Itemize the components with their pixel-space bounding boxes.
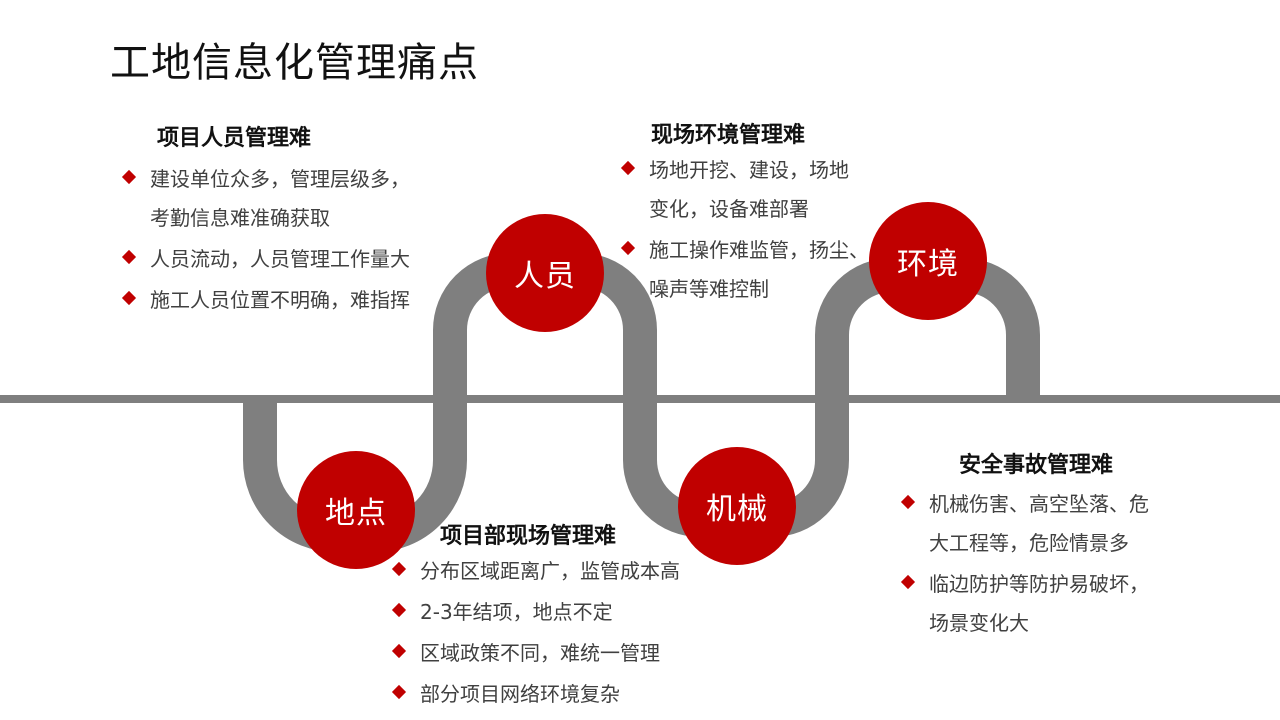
block-safety: 安全事故管理难 机械伤害、高空坠落、危大工程等，危险情景多临边防护等防护易破坏，… — [900, 447, 1149, 645]
diamond-bullet-icon — [121, 169, 137, 185]
node-environment: 环境 — [869, 202, 987, 320]
diamond-bullet-icon — [620, 160, 636, 176]
bullet-item: 机械伤害、高空坠落、危大工程等，危险情景多 — [900, 485, 1149, 563]
diamond-bullet-icon — [900, 574, 916, 590]
bullet-item: 2-3年结项，地点不定 — [391, 593, 680, 632]
diamond-bullet-icon — [391, 602, 407, 618]
bullet-item-text: 考勤信息难准确获取 — [150, 206, 330, 230]
bullet-item-text: 人员流动，人员管理工作量大 — [150, 247, 410, 271]
block-safety-title: 安全事故管理难 — [959, 453, 1114, 478]
bullet-item: 人员流动，人员管理工作量大 — [121, 240, 410, 279]
block-environment: 现场环境管理难 场地开挖、建设，场地变化，设备难部署施工操作难监管，扬尘、噪声等… — [620, 117, 869, 311]
bullet-item: 施工操作难监管，扬尘、噪声等难控制 — [620, 231, 869, 309]
bullet-item-text: 噪声等难控制 — [649, 277, 769, 301]
bullet-item-text: 部分项目网络环境复杂 — [420, 682, 620, 706]
block-site-items: 分布区域距离广，监管成本高 2-3年结项，地点不定区域政策不同，难统一管理部分项目… — [391, 552, 680, 714]
bullet-item-text: 大工程等，危险情景多 — [929, 531, 1129, 555]
node-location: 地点 — [297, 451, 415, 569]
bullet-item-text: 建设单位众多，管理层级多， — [150, 167, 410, 191]
bullet-item: 分布区域距离广，监管成本高 — [391, 552, 680, 591]
bullet-item: 临边防护等防护易破坏， 场景变化大 — [900, 565, 1149, 643]
diamond-bullet-icon — [900, 494, 916, 510]
node-machinery-label: 机械 — [706, 492, 768, 527]
bullet-item-text: 分布区域距离广，监管成本高 — [420, 559, 680, 583]
block-personnel: 项目人员管理难 建设单位众多，管理层级多， 考勤信息难准确获取人员流动，人员管理工… — [121, 120, 410, 322]
diamond-bullet-icon — [121, 249, 137, 265]
bullet-item-text: 区域政策不同，难统一管理 — [420, 641, 660, 665]
diamond-bullet-icon — [121, 290, 137, 306]
node-machinery: 机械 — [678, 447, 796, 565]
block-personnel-items: 建设单位众多，管理层级多， 考勤信息难准确获取人员流动，人员管理工作量大施工人员位… — [121, 160, 410, 320]
node-location-label: 地点 — [325, 496, 387, 531]
block-safety-items: 机械伤害、高空坠落、危大工程等，危险情景多临边防护等防护易破坏，场景变化大 — [900, 485, 1149, 643]
block-environment-items: 场地开挖、建设，场地变化，设备难部署施工操作难监管，扬尘、噪声等难控制 — [620, 151, 869, 309]
bullet-item-text: 场景变化大 — [929, 611, 1029, 635]
block-site: 项目部现场管理难 分布区域距离广，监管成本高 2-3年结项，地点不定区域政策不同，… — [391, 518, 680, 716]
bullet-item-text: 2-3年结项，地点不定 — [420, 600, 613, 624]
bullet-item: 场地开挖、建设，场地变化，设备难部署 — [620, 151, 869, 229]
bullet-item: 建设单位众多，管理层级多， 考勤信息难准确获取 — [121, 160, 410, 238]
block-environment-title: 现场环境管理难 — [651, 123, 806, 148]
bullet-item-text: 临边防护等防护易破坏， — [929, 572, 1149, 596]
diamond-bullet-icon — [391, 684, 407, 700]
bullet-item: 部分项目网络环境复杂 — [391, 675, 680, 714]
bullet-item: 施工人员位置不明确，难指挥 — [121, 281, 410, 320]
diamond-bullet-icon — [391, 643, 407, 659]
bullet-item-text: 施工操作难监管，扬尘、 — [649, 238, 869, 262]
bullet-item-text: 施工人员位置不明确，难指挥 — [150, 288, 410, 312]
bullet-item-text: 变化，设备难部署 — [649, 197, 809, 221]
block-site-title: 项目部现场管理难 — [440, 524, 617, 549]
page-title: 工地信息化管理痛点 — [110, 40, 479, 86]
block-personnel-title: 项目人员管理难 — [157, 126, 312, 151]
diamond-bullet-icon — [620, 240, 636, 256]
bullet-item: 区域政策不同，难统一管理 — [391, 634, 680, 673]
diamond-bullet-icon — [391, 561, 407, 577]
node-environment-label: 环境 — [897, 247, 959, 282]
node-personnel-label: 人员 — [514, 259, 576, 294]
bullet-item-text: 场地开挖、建设，场地 — [649, 158, 849, 182]
node-personnel: 人员 — [486, 214, 604, 332]
bullet-item-text: 机械伤害、高空坠落、危 — [929, 492, 1149, 516]
